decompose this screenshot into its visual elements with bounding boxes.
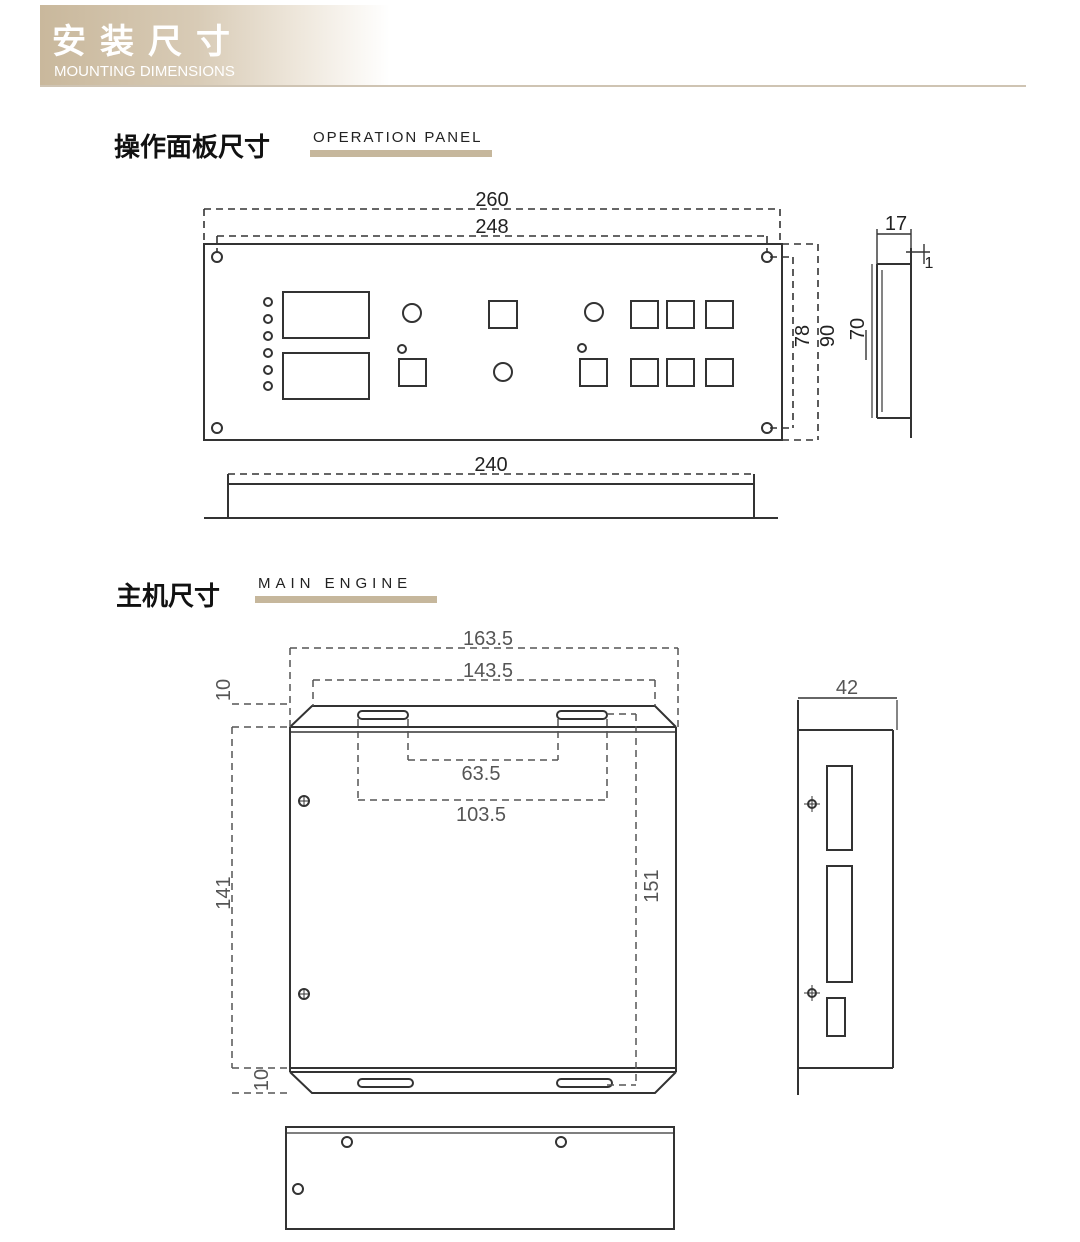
dim-label: 151 xyxy=(641,869,663,902)
led-icon xyxy=(263,331,273,341)
main-engine-side-view xyxy=(797,700,898,1095)
operation-panel-bottom-view xyxy=(204,474,778,519)
page-title: 安装尺寸 xyxy=(52,22,244,62)
engine-dimension-lines xyxy=(231,647,679,1094)
led-icon xyxy=(263,381,273,391)
connector-block xyxy=(826,765,853,851)
dim-label: 240 xyxy=(474,454,507,476)
dim-label: 141 xyxy=(213,876,235,909)
connector-block xyxy=(826,997,846,1037)
main-engine-bottom-view xyxy=(285,1126,675,1230)
operation-panel-subtitle: OPERATION PANEL xyxy=(313,129,483,146)
main-engine-front-view xyxy=(289,705,677,1094)
dim-label: 90 xyxy=(817,325,839,347)
led-icon xyxy=(577,343,587,353)
dim-label: 17 xyxy=(885,213,907,235)
key-button xyxy=(705,300,734,329)
connector-block xyxy=(826,865,853,983)
dim-label: 10 xyxy=(251,1069,273,1091)
page-subtitle: MOUNTING DIMENSIONS xyxy=(54,63,235,80)
slot-icon xyxy=(556,710,608,720)
screw-icon xyxy=(555,1136,567,1148)
led-icon xyxy=(263,314,273,324)
slot-icon xyxy=(556,1078,613,1088)
dim-label: 78 xyxy=(792,325,814,347)
display-window-bottom xyxy=(282,352,370,400)
main-engine-accent-bar xyxy=(255,596,437,603)
key-button xyxy=(666,300,695,329)
led-icon xyxy=(397,344,407,354)
display-window-top xyxy=(282,291,370,339)
dim-label: 63.5 xyxy=(462,763,501,785)
key-button xyxy=(705,358,734,387)
main-engine-subtitle: MAIN ENGINE xyxy=(258,575,413,592)
operation-panel-accent-bar xyxy=(310,150,492,157)
led-icon xyxy=(263,365,273,375)
key-button xyxy=(398,358,427,387)
operation-panel-front-view xyxy=(203,243,783,441)
slot-icon xyxy=(357,710,409,720)
dim-label: 70 xyxy=(847,318,869,340)
mount-hole-icon xyxy=(211,422,223,434)
led-icon xyxy=(263,348,273,358)
screw-icon xyxy=(341,1136,353,1148)
screw-icon xyxy=(292,1183,304,1195)
panel-dimension-lines xyxy=(203,208,819,475)
slot-icon xyxy=(357,1078,414,1088)
key-button xyxy=(630,358,659,387)
header-banner xyxy=(40,5,390,85)
knob-icon xyxy=(584,302,604,322)
knob-icon xyxy=(493,362,513,382)
led-icon xyxy=(263,297,273,307)
key-button xyxy=(630,300,659,329)
dim-label: 103.5 xyxy=(456,804,506,826)
knob-icon xyxy=(402,303,422,323)
side-view-dimension-lines xyxy=(865,229,930,360)
dim-label: 10 xyxy=(213,679,235,701)
key-button xyxy=(488,300,518,329)
header-divider xyxy=(40,85,1026,87)
dim-label: 248 xyxy=(475,216,508,238)
dim-label: 42 xyxy=(836,677,858,699)
operation-panel-title: 操作面板尺寸 xyxy=(114,133,271,163)
dim-label: 163.5 xyxy=(463,628,513,650)
key-button xyxy=(579,358,608,387)
mount-hole-icon xyxy=(211,251,223,263)
main-engine-title: 主机尺寸 xyxy=(116,582,221,612)
dim-label: 143.5 xyxy=(463,660,513,682)
dim-label: 1 xyxy=(925,255,934,272)
dim-label: 260 xyxy=(475,189,508,211)
operation-panel-side-view xyxy=(871,248,912,438)
key-button xyxy=(666,358,695,387)
panel-outline xyxy=(203,243,783,441)
